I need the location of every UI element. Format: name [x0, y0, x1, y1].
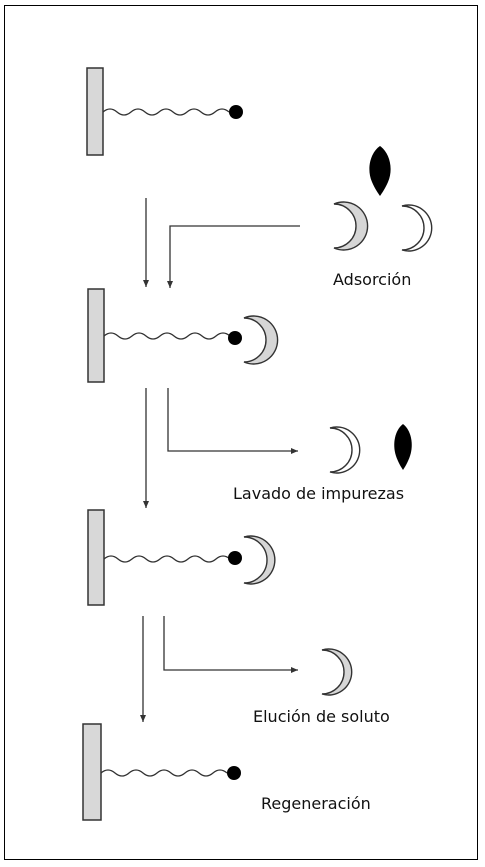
label-regeneration: Regeneración [261, 794, 371, 813]
target-molecule-2 [401, 204, 433, 252]
bound-molecule-2 [228, 315, 279, 365]
label-elution: Elución de soluto [253, 707, 390, 726]
label-adsorption: Adsorción [333, 270, 412, 289]
stage-2-support [87, 288, 231, 383]
ligand-dot [229, 105, 243, 119]
stage-4-support [82, 723, 241, 821]
bound-molecule-3 [228, 535, 276, 585]
washed-molecule [329, 426, 361, 474]
eluted-molecule [321, 648, 353, 696]
wash-arrow [167, 388, 298, 454]
stage-1-support [86, 67, 243, 156]
stage-3-support [87, 509, 231, 606]
target-molecule-1 [333, 201, 369, 251]
impurity-teardrop-1 [369, 146, 391, 196]
spacer-arm [102, 108, 230, 116]
elution-arrow [163, 616, 298, 673]
feed-arrow [167, 225, 300, 288]
impurity-teardrop-2 [394, 424, 412, 470]
label-wash: Lavado de impurezas [233, 484, 405, 503]
